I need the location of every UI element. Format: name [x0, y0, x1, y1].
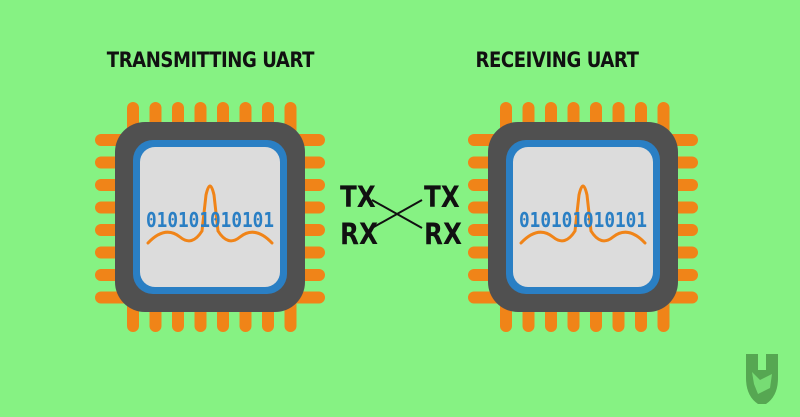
chip-face: [140, 147, 280, 287]
right-tx-label: TX: [424, 181, 460, 214]
receiving-chip: 010101010101: [468, 102, 698, 332]
receiving-uart-title: RECEIVING UART: [475, 48, 639, 72]
rock-hand-logo-icon: [746, 354, 778, 404]
transmitting-chip: 010101010101: [95, 102, 325, 332]
cross-wires: [371, 199, 423, 229]
waveform-icon: [146, 184, 274, 245]
right-rx-label: RX: [424, 218, 462, 251]
binary-data-text: 010101010101: [146, 208, 274, 232]
binary-data-text: 010101010101: [519, 208, 647, 232]
waveform-icon: [519, 184, 647, 245]
left-tx-label: TX: [340, 181, 376, 214]
rx-to-tx-wire: [371, 199, 423, 229]
left-rx-label: RX: [340, 218, 378, 251]
chip-face: [513, 147, 653, 287]
transmitting-uart-title: TRANSMITTING UART: [106, 48, 315, 72]
